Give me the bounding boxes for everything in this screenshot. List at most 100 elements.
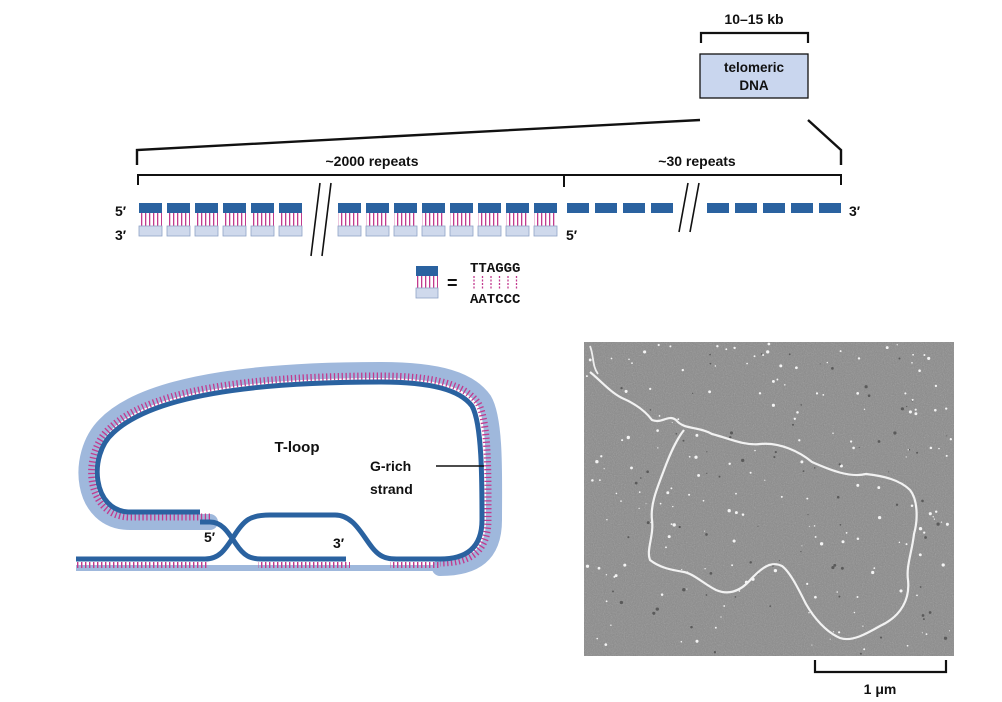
micrograph-speck [914,412,918,416]
micrograph-speck [615,492,618,495]
micrograph-speck [813,467,816,469]
micrograph-speck [877,486,881,490]
micrograph-speck [928,611,932,614]
legend-equals: = [447,273,458,293]
micrograph-speck [605,574,608,576]
repeat-base-pairs [422,213,445,226]
micrograph-speck [819,542,824,546]
micrograph-speck [702,499,705,502]
micrograph-speck [839,350,842,353]
micrograph-speck [623,563,627,567]
micrograph-speck [746,362,748,365]
micrograph-speck [606,518,608,521]
micrograph-speck [934,408,937,412]
micrograph-speck [646,521,650,525]
scale-bar-label: 1 μm [864,681,897,697]
micrograph-speck [898,357,901,360]
micrograph-speck [916,594,918,597]
micrograph-speck [766,350,770,354]
micrograph-speck [806,582,809,585]
micrograph-speck [628,358,630,361]
micrograph-speck [911,398,914,401]
micrograph-speck [613,575,616,578]
micrograph-speck [802,470,805,472]
micrograph-speck [864,385,868,389]
overhang-block [819,203,841,213]
overhang-block [651,203,673,213]
repeat-bottom-strand [449,225,474,237]
micrograph-speck [771,379,775,383]
overhang-block [791,203,813,213]
box-label-line1: telomeric [724,60,785,75]
micrograph-speck [657,447,659,449]
zoom-lines [135,118,843,165]
repeat-top-strand [223,203,246,213]
micrograph-speck [665,546,667,549]
micrograph-speck [814,595,817,599]
size-label: 10–15 kb [724,11,783,27]
micrograph-speck [619,600,624,605]
repeat-bottom-strand [138,225,163,237]
t-loop-rungs [88,372,492,567]
micrograph-speck [769,605,772,607]
micrograph-dna-tail [589,345,599,375]
micrograph-speck [780,495,783,498]
micrograph-speck [658,415,661,417]
micrograph-speck [839,524,842,526]
micrograph-speck [749,561,752,564]
micrograph-speck [899,589,903,593]
micrograph-speck [620,500,622,502]
micrograph-speck [591,479,594,482]
micrograph-speck [921,614,925,617]
repeat-bottom-strand [393,225,418,237]
repeat-bottom-strand [278,225,303,237]
micrograph-speck [831,566,835,570]
repeat-bottom-strand [222,225,247,237]
micrograph-speck [762,353,765,357]
dark-strand-bottom [76,512,440,562]
micrograph-speck [773,456,776,459]
micrograph-speck [697,473,701,477]
micrograph-speck [813,525,816,527]
micrograph-speck [729,436,732,439]
micrograph-speck [877,440,881,443]
micrograph-speck [924,536,927,539]
micrograph-speck [670,523,673,525]
legend-bottom-sequence: AATCCC [470,292,521,308]
micrograph-speck [753,355,756,358]
micrograph-speck [888,471,890,473]
micrograph-speck [621,439,624,442]
micrograph-speck [919,586,922,588]
repeat-blocks [138,203,841,237]
t-loop-title: T-loop [275,439,320,456]
legend-base-pair-ticks [473,276,518,290]
micrograph-speck [771,403,775,407]
micrograph-speck [829,638,831,640]
micrograph-speck [758,392,762,395]
micrograph-speck [784,384,786,386]
micrograph-speck [925,633,928,635]
micrograph-speck [862,625,864,627]
five-prime-left: 5′ [115,203,127,219]
micrograph-speck [652,611,656,615]
micrograph-speck [906,405,908,408]
size-bracket [699,31,810,43]
repeat-base-pairs [450,213,473,226]
micrograph-speck [638,507,640,510]
box-label-line2: DNA [739,78,768,93]
micrograph-speck [603,468,605,470]
micrograph-speck [836,495,840,499]
micrograph-speck [588,358,592,362]
repeat-bottom-strand [477,225,502,237]
micrograph-speck [800,404,802,406]
repeat-top-strand [139,203,162,213]
repeat-base-pairs [223,213,246,226]
micrograph-speck [840,566,844,570]
repeat-top-strand [534,203,557,213]
micrograph-speck [597,566,601,570]
micrograph-speck [856,537,860,540]
repeat-bottom-strand [505,225,530,237]
micrograph-speck [760,353,763,355]
repeat-legend-key [415,266,439,299]
micrograph-speck [839,464,843,468]
